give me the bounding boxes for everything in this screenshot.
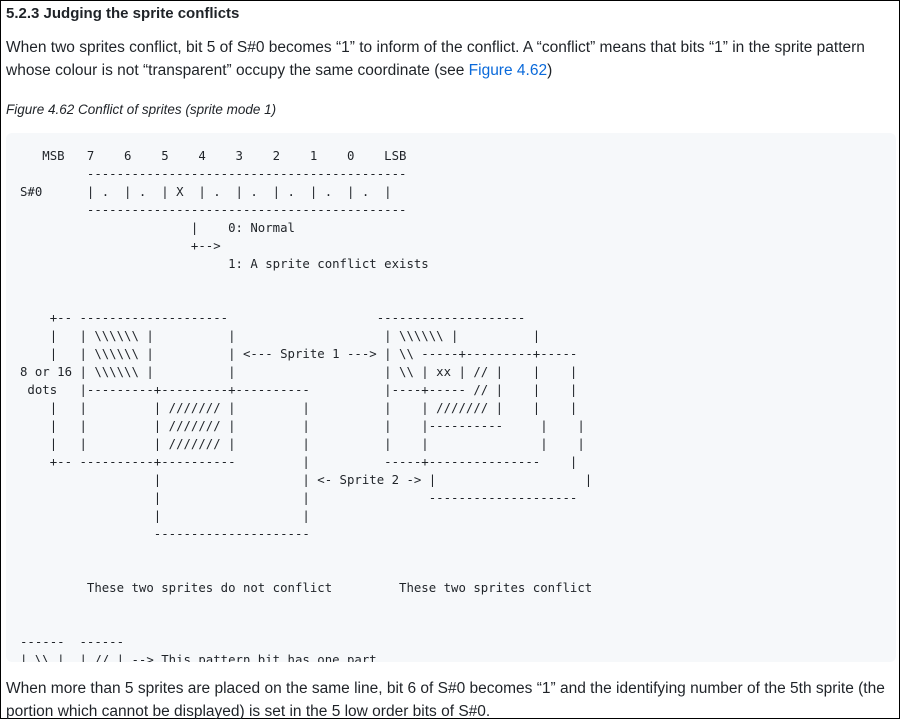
- sprite-conflict-diagram: MSB 7 6 5 4 3 2 1 0 LSB ----------------…: [6, 133, 896, 662]
- paragraph-conflict-text: When two sprites conflict, bit 5 of S#0 …: [6, 39, 865, 79]
- section-heading: 5.2.3 Judging the sprite conflicts: [6, 5, 240, 22]
- figure-4-62-link[interactable]: Figure 4.62: [468, 62, 548, 79]
- diagram-text: MSB 7 6 5 4 3 2 1 0 LSB ----------------…: [20, 149, 593, 662]
- paragraph-conflict-end: ): [547, 62, 553, 79]
- paragraph-five-sprites: When more than 5 sprites are placed on t…: [6, 680, 885, 719]
- figure-caption: Figure 4.62 Conflict of sprites (sprite …: [6, 102, 277, 117]
- paragraph-conflict-intro: When two sprites conflict, bit 5 of S#0 …: [6, 36, 893, 82]
